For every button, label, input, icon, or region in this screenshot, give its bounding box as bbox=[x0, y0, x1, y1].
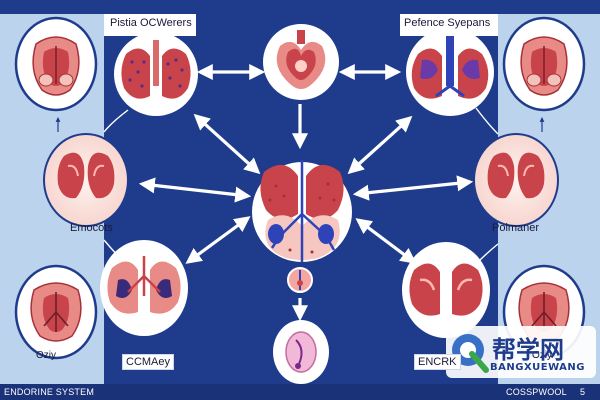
watermark-pinyin: BANGXUEWANG bbox=[490, 362, 585, 373]
heart-icon bbox=[276, 30, 326, 89]
watermark-cn-text: 帮学网 bbox=[492, 336, 564, 364]
connector-arrows bbox=[138, 64, 474, 322]
lungs-icon bbox=[121, 40, 191, 99]
top-right-label-panel bbox=[400, 14, 498, 36]
arrow-top-right-diag bbox=[347, 115, 413, 175]
node-lungs-top-right bbox=[406, 28, 494, 116]
footer-page-number: 5 bbox=[580, 387, 586, 397]
label-bottom-right-organ: Oziy bbox=[532, 350, 552, 361]
side-connectors bbox=[103, 107, 499, 263]
uterus-icon bbox=[30, 282, 82, 342]
node-left-bottom bbox=[14, 264, 98, 360]
label-mid-left: Emocots bbox=[70, 222, 113, 234]
footer-strip bbox=[0, 384, 600, 400]
node-kidneys-right bbox=[473, 133, 559, 227]
kidneys-icon bbox=[487, 152, 545, 199]
uterus-icon bbox=[32, 36, 80, 96]
footer-right-text: COSSPWOOL bbox=[506, 387, 567, 397]
arrow-top-left-diag bbox=[193, 113, 261, 175]
label-bottom-left-box: CCMAey bbox=[122, 354, 175, 370]
lungs-icon bbox=[411, 36, 489, 99]
node-kidneys-left bbox=[43, 133, 129, 227]
pancreas-icon bbox=[260, 160, 344, 262]
arrow-left-horizontal bbox=[138, 177, 252, 203]
label-mid-right: Polmaner bbox=[492, 222, 540, 234]
label-bottom-left-organ: Oziy bbox=[36, 350, 56, 361]
node-heart-top bbox=[263, 24, 339, 100]
node-lungs-bottom-left bbox=[100, 240, 188, 336]
ovary-icon bbox=[285, 331, 317, 373]
kidneys-icon bbox=[57, 152, 115, 199]
label-top-right: Pefence Syepans bbox=[404, 17, 491, 29]
arrow-right-horizontal bbox=[352, 175, 474, 201]
uterus-icon bbox=[520, 36, 568, 96]
footer-left-text: ENDORINE SYSTEM bbox=[4, 387, 95, 397]
label-bottom-right-box: ENCRK bbox=[414, 354, 461, 370]
node-ovary-bottom bbox=[273, 320, 329, 384]
node-left-top bbox=[14, 16, 98, 112]
lungs-icon bbox=[107, 256, 181, 314]
small-gland-icon bbox=[287, 267, 313, 293]
arrow-bottom-left-diag bbox=[185, 216, 251, 264]
node-right-top bbox=[502, 16, 586, 112]
arrow-bottom-right-diag bbox=[355, 218, 417, 264]
top-left-label-panel bbox=[104, 14, 196, 36]
node-lungs-bottom-right bbox=[402, 242, 490, 338]
node-center bbox=[252, 160, 352, 293]
label-top-left: Pistia OCWerers bbox=[110, 17, 192, 29]
lungs-icon bbox=[409, 263, 483, 316]
node-lungs-top-left bbox=[114, 32, 198, 116]
